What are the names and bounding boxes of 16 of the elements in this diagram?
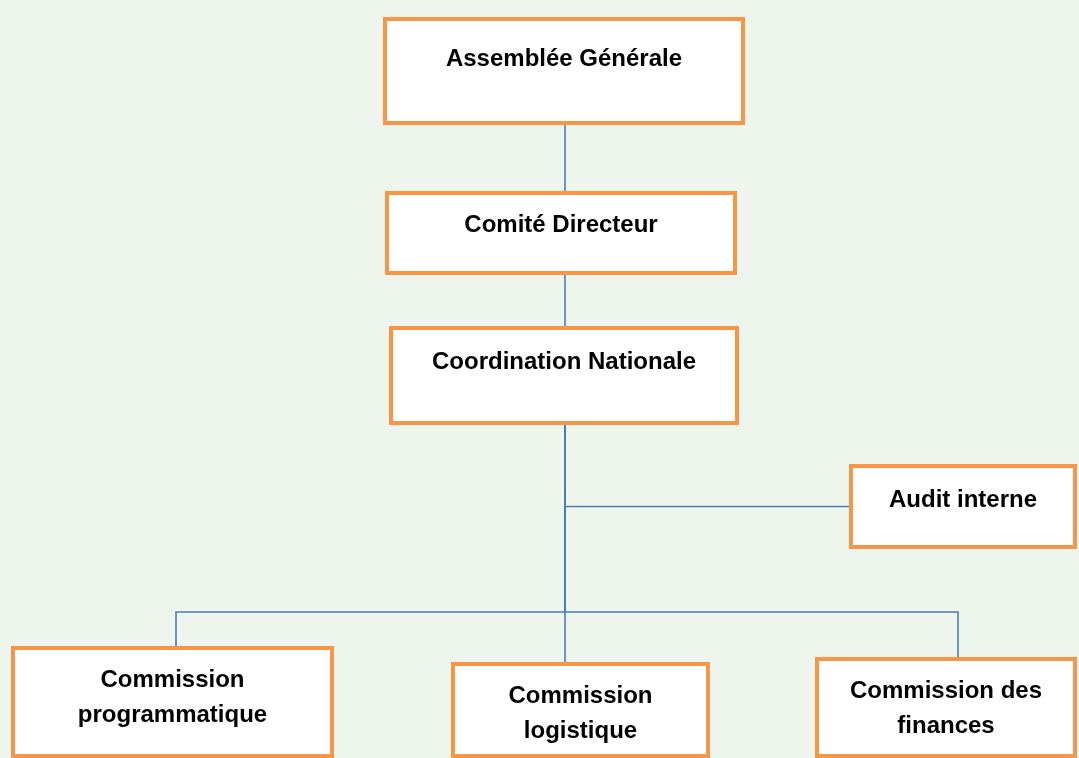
connector-line — [564, 274, 566, 327]
box-label: Commission des finances — [848, 675, 1043, 740]
box-label: Audit interne — [889, 484, 1037, 514]
box-label: Comité Directeur — [464, 209, 658, 239]
box-label: Coordination Nationale — [432, 346, 696, 376]
org-box — [451, 662, 710, 758]
box-label: Assemblée Générale — [445, 43, 683, 73]
org-box — [849, 464, 1077, 549]
org-box — [815, 657, 1077, 758]
org-box — [389, 326, 739, 425]
org-box — [385, 191, 737, 275]
org-box — [383, 17, 745, 125]
org-box — [11, 646, 334, 758]
box-label: Commission programmatique — [76, 664, 269, 729]
box-label: Commission logistique — [507, 680, 654, 745]
connector-line — [564, 124, 566, 192]
